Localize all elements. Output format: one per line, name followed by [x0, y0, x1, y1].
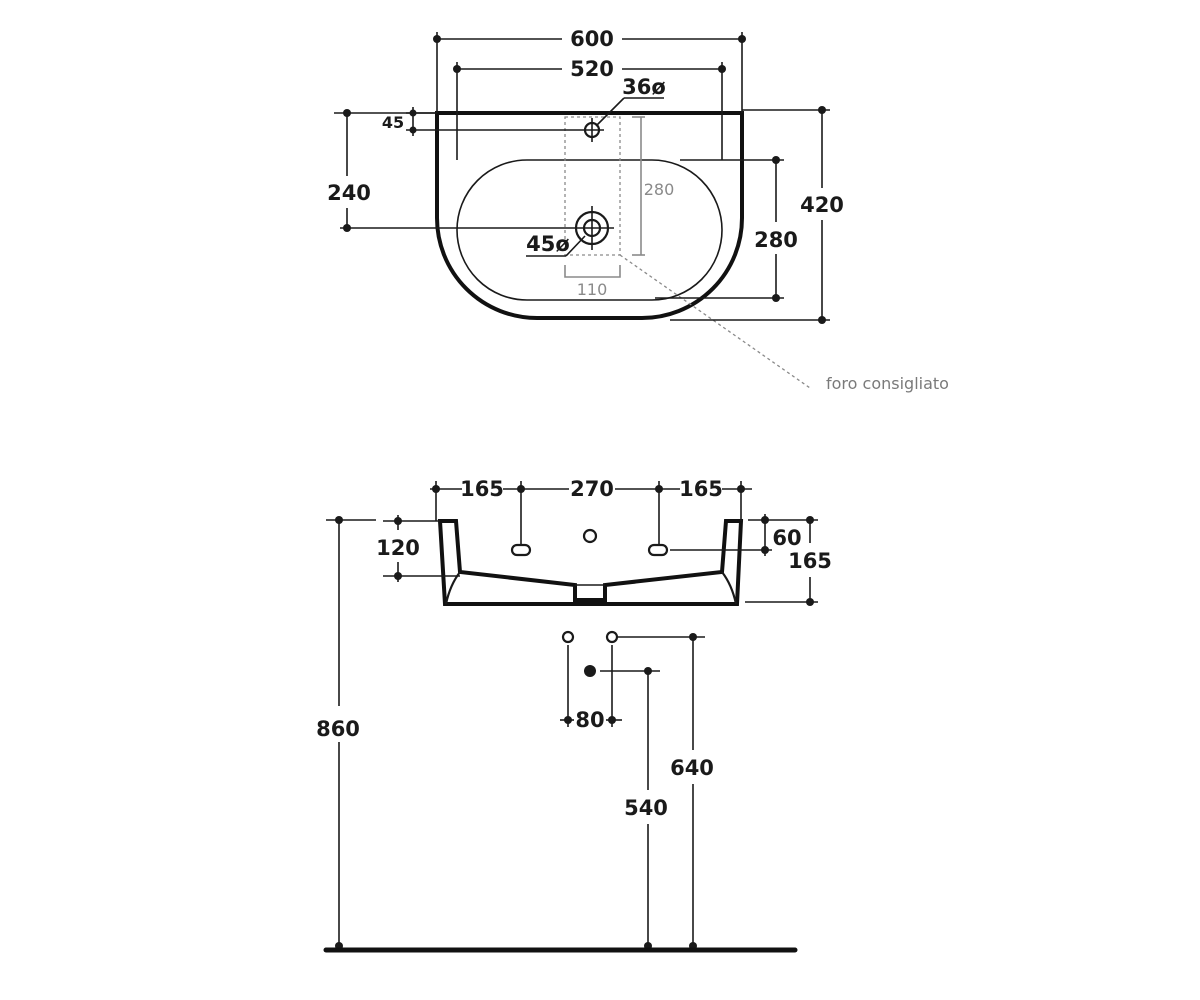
- center-tap-hole-icon: [582, 528, 598, 544]
- supply-left-icon: [561, 630, 575, 644]
- dim-640: 640: [670, 756, 714, 780]
- dim-165-left: 165: [460, 477, 504, 501]
- drain-point-icon: [584, 665, 596, 677]
- dim-60: 60: [772, 526, 801, 550]
- dim-540: 540: [624, 796, 668, 820]
- dim-600: 600: [570, 27, 614, 51]
- basin-outline-front: [437, 519, 744, 606]
- zone-280-label: 280: [644, 180, 675, 199]
- dim-36-dia: 36ø: [622, 75, 666, 99]
- right-tap-hole-icon: [647, 543, 669, 557]
- left-tap-hole-icon: [510, 543, 532, 557]
- dim-165-right: 165: [679, 477, 723, 501]
- dim-120: 120: [376, 536, 420, 560]
- basin-outline-top: [435, 111, 744, 320]
- dim-45: 45: [382, 113, 404, 132]
- dim-860: 860: [316, 717, 360, 741]
- zone-110-label: 110: [577, 280, 608, 299]
- dim-270: 270: [570, 477, 614, 501]
- dim-80: 80: [575, 708, 604, 732]
- dim-45-dia: 45ø: [526, 232, 570, 256]
- dim-280: 280: [754, 228, 798, 252]
- note-leader: [619, 254, 811, 389]
- front-view: 165 270 165 120 860 60 165: [316, 477, 832, 953]
- inner-bowl: [456, 159, 723, 301]
- dim-165-height: 165: [788, 549, 832, 573]
- top-view: 600 520 36ø 45 240 45ø 280 110: [327, 27, 949, 393]
- dim-420: 420: [800, 193, 844, 217]
- dim-520: 520: [570, 57, 614, 81]
- supply-right-icon: [605, 630, 619, 644]
- note-foro-consigliato: foro consigliato: [826, 374, 949, 393]
- dim-240: 240: [327, 181, 371, 205]
